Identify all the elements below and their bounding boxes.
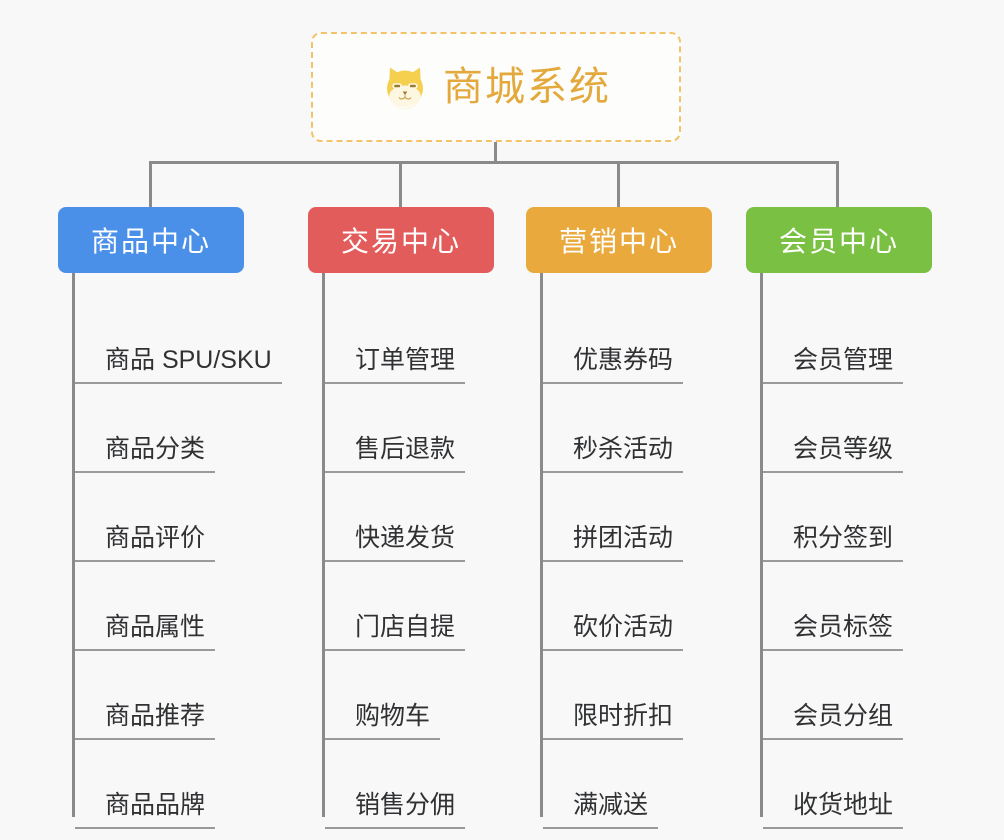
root-title: 商城系统 <box>443 65 611 109</box>
leaf-item-label: 拼团活动 <box>543 523 684 562</box>
leaf-item[interactable]: 会员分组 <box>760 651 932 740</box>
connector-drop-product-center <box>149 161 152 207</box>
leaf-item-label: 会员标签 <box>763 612 904 651</box>
leaf-item-label: 门店自提 <box>325 612 466 651</box>
leaf-item[interactable]: 会员管理 <box>760 295 932 384</box>
leaf-item-label: 砍价活动 <box>543 612 684 651</box>
leaf-item-label: 销售分佣 <box>325 790 466 829</box>
root-node-mall-system[interactable]: 商城系统 <box>311 32 681 142</box>
leaf-item[interactable]: 收货地址 <box>760 740 932 829</box>
leaf-item-label: 商品属性 <box>75 612 216 651</box>
connector-drop-trade-center <box>399 161 402 207</box>
branch-header-label: 交易中心 <box>340 226 461 257</box>
branch-header-member-center[interactable]: 会员中心 <box>746 207 932 273</box>
leaf-item-label: 限时折扣 <box>543 701 684 740</box>
leaf-item[interactable]: 商品推荐 <box>72 651 244 740</box>
connector-drop-member-center <box>836 161 839 207</box>
branch-header-label: 会员中心 <box>778 226 899 257</box>
leaf-item[interactable]: 优惠券码 <box>540 295 712 384</box>
leaf-item-label: 会员管理 <box>763 345 904 384</box>
leaf-item[interactable]: 快递发货 <box>322 473 494 562</box>
leaf-item-label: 快递发货 <box>325 523 466 562</box>
shiba-dog-face-icon <box>387 67 423 110</box>
leaf-item[interactable]: 门店自提 <box>322 562 494 651</box>
leaf-item[interactable]: 商品 SPU/SKU <box>72 295 282 384</box>
leaf-list-trade-center: 订单管理 售后退款 快递发货 门店自提 购物车 销售分佣 <box>308 273 494 829</box>
branch-header-trade-center[interactable]: 交易中心 <box>308 207 494 273</box>
leaf-item[interactable]: 商品分类 <box>72 384 244 473</box>
leaf-list-marketing-center: 优惠券码 秒杀活动 拼团活动 砍价活动 限时折扣 满减送 <box>526 273 712 829</box>
branch-member-center: 会员中心 会员管理 会员等级 积分签到 会员标签 会员分组 收货地址 <box>746 207 932 829</box>
leaf-item-label: 商品分类 <box>75 434 216 473</box>
branch-header-label: 营销中心 <box>558 226 679 257</box>
leaf-item[interactable]: 会员标签 <box>760 562 932 651</box>
leaf-item[interactable]: 积分签到 <box>760 473 932 562</box>
leaf-item[interactable]: 满减送 <box>540 740 712 829</box>
leaf-item-label: 商品品牌 <box>75 790 216 829</box>
leaf-item-label: 订单管理 <box>325 345 466 384</box>
leaf-item[interactable]: 限时折扣 <box>540 651 712 740</box>
leaf-item[interactable]: 售后退款 <box>322 384 494 473</box>
branch-header-label: 商品中心 <box>90 226 211 257</box>
leaf-item-label: 秒杀活动 <box>543 434 684 473</box>
connector-root-stem <box>494 142 497 164</box>
leaf-item[interactable]: 商品品牌 <box>72 740 244 829</box>
leaf-list-member-center: 会员管理 会员等级 积分签到 会员标签 会员分组 收货地址 <box>746 273 932 829</box>
leaf-item-label: 会员等级 <box>763 434 904 473</box>
leaf-item-label: 购物车 <box>325 701 441 740</box>
leaf-item[interactable]: 订单管理 <box>322 295 494 384</box>
leaf-item[interactable]: 会员等级 <box>760 384 932 473</box>
leaf-item-label: 优惠券码 <box>543 345 684 384</box>
leaf-item-label: 商品评价 <box>75 523 216 562</box>
branch-trade-center: 交易中心 订单管理 售后退款 快递发货 门店自提 购物车 销售分佣 <box>308 207 494 829</box>
branch-product-center: 商品中心 商品 SPU/SKU 商品分类 商品评价 商品属性 商品推荐 商品品牌 <box>58 207 282 829</box>
leaf-item-label: 售后退款 <box>325 434 466 473</box>
leaf-item-label: 满减送 <box>543 790 659 829</box>
leaf-item[interactable]: 购物车 <box>322 651 494 740</box>
leaf-item[interactable]: 商品属性 <box>72 562 244 651</box>
leaf-item-label: 收货地址 <box>763 790 904 829</box>
leaf-item-label: 会员分组 <box>763 701 904 740</box>
leaf-item[interactable]: 拼团活动 <box>540 473 712 562</box>
leaf-item-label: 商品推荐 <box>75 701 216 740</box>
connector-horizontal-bus <box>149 161 837 164</box>
connector-drop-marketing-center <box>617 161 620 207</box>
branch-header-marketing-center[interactable]: 营销中心 <box>526 207 712 273</box>
branch-marketing-center: 营销中心 优惠券码 秒杀活动 拼团活动 砍价活动 限时折扣 满减送 <box>526 207 712 829</box>
leaf-item-label: 积分签到 <box>763 523 904 562</box>
leaf-item[interactable]: 销售分佣 <box>322 740 494 829</box>
leaf-list-product-center: 商品 SPU/SKU 商品分类 商品评价 商品属性 商品推荐 商品品牌 <box>58 273 282 829</box>
leaf-item-label: 商品 SPU/SKU <box>75 345 282 384</box>
leaf-item[interactable]: 秒杀活动 <box>540 384 712 473</box>
branch-header-product-center[interactable]: 商品中心 <box>58 207 244 273</box>
leaf-item[interactable]: 砍价活动 <box>540 562 712 651</box>
leaf-item[interactable]: 商品评价 <box>72 473 244 562</box>
